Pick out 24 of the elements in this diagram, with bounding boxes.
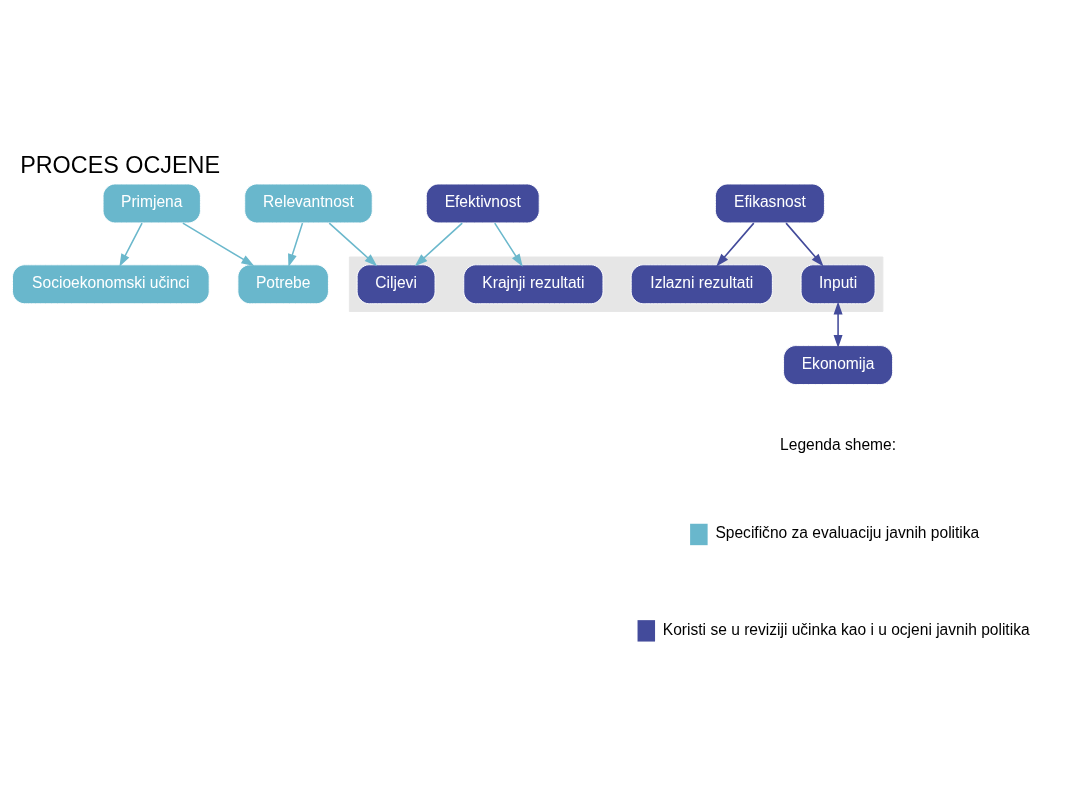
- legend-label: Specifično za evaluaciju javnih politika: [715, 523, 980, 541]
- arrow: [288, 221, 304, 267]
- node-box: Socioekonomski učinci: [12, 263, 210, 304]
- node-box: Efikasnost: [714, 183, 825, 223]
- node-box: Inputi: [800, 263, 876, 304]
- legend-label: Koristi se u reviziji učinka kao i u ocjeni javnih politika: [662, 620, 1030, 638]
- arrow: [328, 221, 378, 266]
- arrow: [119, 221, 143, 267]
- node-box: Izlazni rezultati: [630, 263, 773, 304]
- arrow: [182, 221, 255, 266]
- arrow: [833, 301, 843, 348]
- node-box: Krajnji rezultati: [463, 263, 604, 304]
- node-box: Efektivnost: [425, 183, 540, 223]
- node-box: Ekonomija: [783, 344, 894, 385]
- arrow: [716, 221, 755, 267]
- label: Legenda sheme:: [780, 435, 897, 453]
- diagram-title: PROCES OCJENE: [20, 151, 221, 178]
- node-box: Relevantnost: [244, 183, 373, 223]
- node-box: Primjena: [102, 183, 201, 223]
- arrow: [785, 221, 824, 267]
- arrow: [414, 221, 463, 266]
- node-box: Potrebe: [237, 263, 329, 304]
- node-box: Ciljevi: [356, 263, 436, 304]
- arrow: [493, 221, 523, 267]
